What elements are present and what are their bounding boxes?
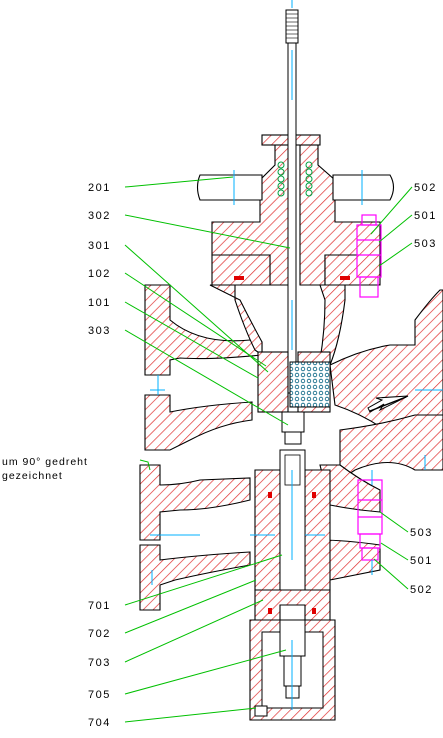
label-303: 303 (88, 325, 111, 337)
label-704: 704 (88, 717, 111, 729)
bolt-lower (357, 479, 383, 561)
part-labels-right: 502 501 503 503 501 502 (410, 182, 437, 596)
bolt-upper (356, 214, 382, 298)
note-line-2: gezeichnet (2, 470, 63, 482)
bonnet (196, 134, 395, 286)
label-502-bottom: 502 (410, 584, 433, 596)
label-102: 102 (88, 268, 111, 280)
label-503-bottom: 503 (410, 527, 433, 539)
valve-plug (257, 351, 331, 445)
label-501-bottom: 501 (410, 555, 433, 567)
label-503-top: 503 (414, 238, 437, 250)
label-301: 301 (88, 240, 111, 252)
packing-rings (277, 161, 313, 197)
label-705: 705 (88, 689, 111, 701)
flow-arrow-icon (367, 395, 409, 413)
rotation-note: um 90° gedreht gezeichnet (2, 456, 88, 482)
label-101: 101 (88, 297, 111, 309)
note-line-1: um 90° gedreht (2, 456, 88, 468)
seal-marks (234, 276, 350, 614)
label-702: 702 (88, 628, 111, 640)
center-lines (150, 0, 443, 710)
valve-body (139, 284, 443, 621)
label-701: 701 (88, 600, 111, 612)
label-703: 703 (88, 657, 111, 669)
label-501-top: 501 (414, 210, 437, 222)
valve-stem (285, 9, 299, 394)
label-302: 302 (88, 210, 111, 222)
leader-lines (124, 176, 413, 723)
label-502-top: 502 (414, 182, 437, 194)
part-labels-left: 201 302 301 102 101 303 701 702 703 705 … (88, 182, 111, 729)
label-201: 201 (88, 182, 111, 194)
